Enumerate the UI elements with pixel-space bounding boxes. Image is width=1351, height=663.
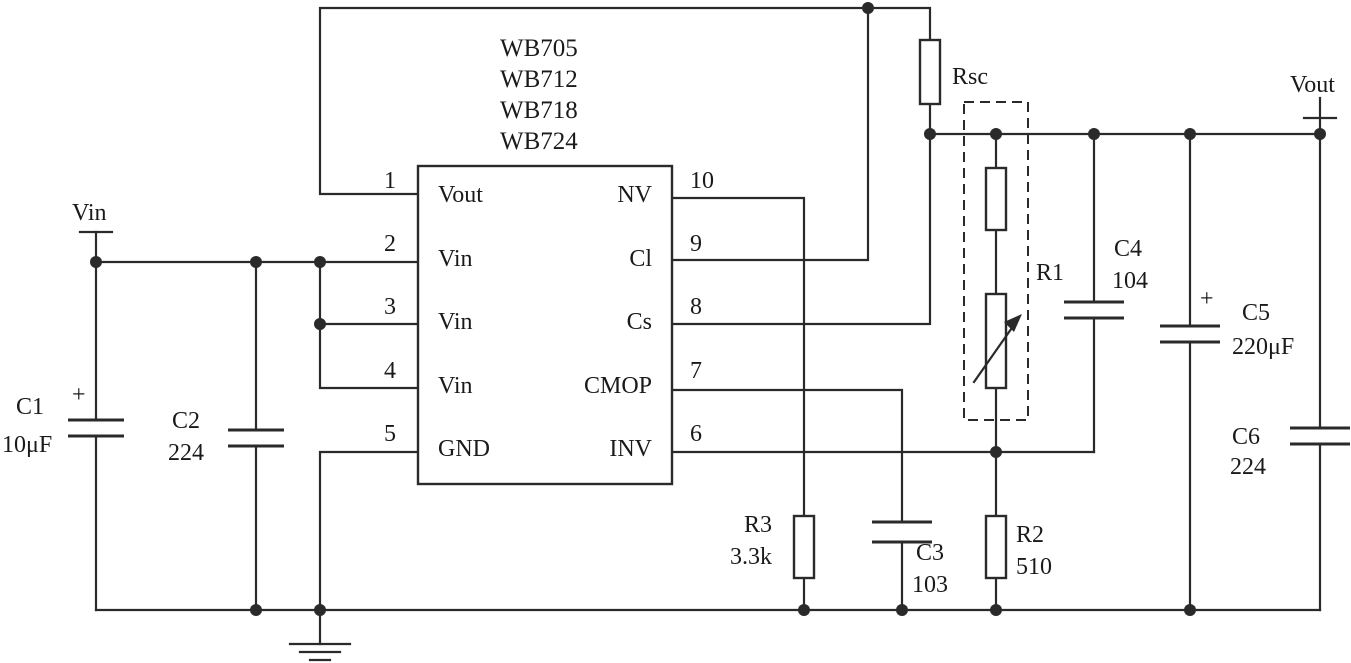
- pin-number: 9: [690, 231, 702, 257]
- arrowhead-icon: [1004, 314, 1022, 332]
- label-c4: C4: [1114, 236, 1142, 262]
- label-c2: C2: [172, 408, 200, 434]
- label-c3: C3: [916, 540, 944, 566]
- pin-label: Vin: [438, 373, 473, 399]
- junction-dot: [314, 256, 326, 268]
- label-c5: C5: [1242, 300, 1270, 326]
- pin-number: 2: [384, 231, 396, 257]
- label-r3: R3: [744, 512, 772, 538]
- part-number: WB718: [500, 97, 578, 124]
- junction-dot: [896, 604, 908, 616]
- label-rsc: Rsc: [952, 64, 988, 90]
- resistor-r2: [984, 514, 1008, 580]
- junction-dot: [90, 256, 102, 268]
- label-c1: C1: [16, 394, 44, 420]
- resistor-rsc: [918, 38, 942, 106]
- ic-right-pins: NV 10 Cl 9 Cs 8 CMOP 7 INV 6: [584, 168, 714, 462]
- pin-number: 6: [690, 421, 702, 447]
- junction-dot: [314, 318, 326, 330]
- capacitor-c2: C2 224: [168, 408, 284, 466]
- pin-number: 1: [384, 168, 396, 194]
- part-number: WB724: [500, 128, 578, 155]
- pin-label: Cl: [629, 246, 652, 272]
- value-c5: 220μF: [1232, 334, 1294, 360]
- ic-left-pins: 1 Vout 2 Vin 3 Vin 4 Vin 5 GND: [384, 168, 490, 462]
- junction-dot: [990, 128, 1002, 140]
- wires: [78, 6, 1338, 662]
- junction-dot: [250, 256, 262, 268]
- junction-dot: [990, 604, 1002, 616]
- capacitor-c1: + C1 10μF: [2, 382, 124, 458]
- part-number: WB712: [500, 66, 578, 93]
- capacitor-c5: + C5 220μF: [1160, 286, 1294, 360]
- pin-label: Vin: [438, 309, 473, 335]
- ic-part-numbers: WB705 WB712 WB718 WB724: [500, 35, 578, 155]
- value-c3: 103: [912, 572, 948, 598]
- label-vout: Vout: [1290, 72, 1335, 98]
- junction-dot: [1184, 128, 1196, 140]
- pin-number: 10: [690, 168, 714, 194]
- value-r2: 510: [1016, 554, 1052, 580]
- value-c4: 104: [1112, 268, 1148, 294]
- ic-package: [416, 164, 674, 486]
- junction-dot: [798, 604, 810, 616]
- variable-arrow-icon: [972, 320, 1018, 384]
- junctions: [90, 2, 1326, 616]
- capacitor-c4: C4 104: [1064, 236, 1148, 320]
- label-c6: C6: [1232, 424, 1260, 450]
- part-number: WB705: [500, 35, 578, 62]
- junction-dot: [250, 604, 262, 616]
- polarity-plus-icon: +: [72, 382, 86, 408]
- pin-number: 7: [690, 358, 702, 384]
- junction-dot: [1088, 128, 1100, 140]
- resistor-r1-variable: [984, 292, 1008, 390]
- junction-dot: [1184, 604, 1196, 616]
- capacitor-c6: C6 224: [1230, 424, 1350, 480]
- pin-label: GND: [438, 436, 490, 462]
- value-c6: 224: [1230, 454, 1266, 480]
- pin-number: 3: [384, 294, 396, 320]
- value-r3: 3.3k: [730, 544, 772, 570]
- pin-label: CMOP: [584, 373, 652, 399]
- label-vin: Vin: [72, 200, 107, 226]
- label-r2: R2: [1016, 522, 1044, 548]
- pin-label: INV: [609, 436, 652, 462]
- pin-label: NV: [617, 182, 652, 208]
- capacitor-c3: C3 103: [872, 520, 948, 598]
- polarity-plus-icon: +: [1200, 286, 1214, 312]
- value-c2: 224: [168, 440, 204, 466]
- junction-dot: [924, 128, 936, 140]
- pin-number: 5: [384, 421, 396, 447]
- junction-dot: [862, 2, 874, 14]
- label-r1: R1: [1036, 260, 1064, 286]
- pin-number: 4: [384, 358, 396, 384]
- pin-label: Vout: [438, 182, 483, 208]
- resistor-r1-fixed: [984, 166, 1008, 232]
- junction-dot: [1314, 128, 1326, 140]
- resistor-r3: [792, 514, 816, 580]
- pin-label: Vin: [438, 246, 473, 272]
- value-c1: 10μF: [2, 432, 52, 458]
- pin-label: Cs: [627, 309, 652, 335]
- junction-dot: [990, 446, 1002, 458]
- junction-dot: [314, 604, 326, 616]
- pin-number: 8: [690, 294, 702, 320]
- r1-dashed-box: [963, 101, 1029, 421]
